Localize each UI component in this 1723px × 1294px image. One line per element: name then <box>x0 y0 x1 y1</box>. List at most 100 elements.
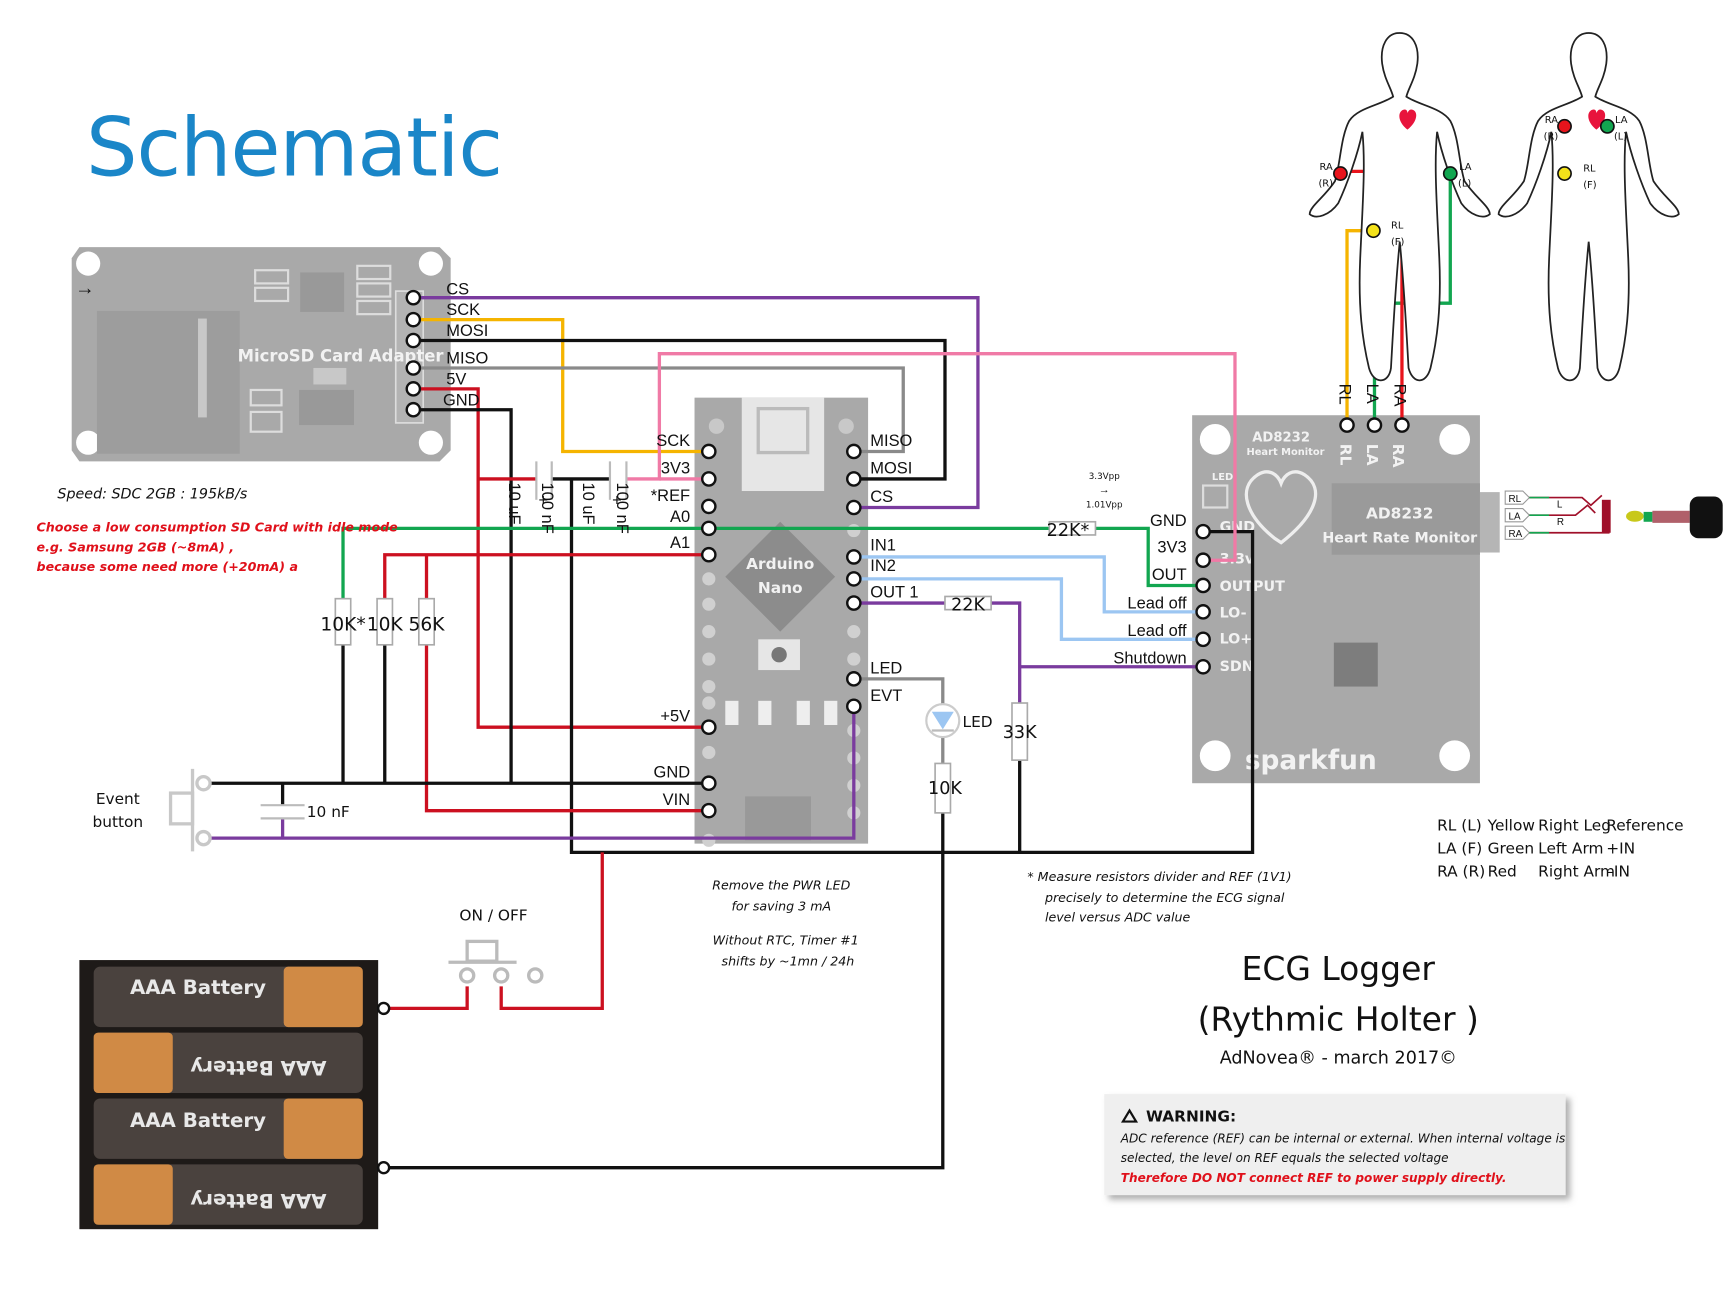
wire-a0 <box>341 526 1050 602</box>
battery-4-label: AAA Battery <box>190 1189 326 1212</box>
svg-text:Reference: Reference <box>1606 816 1683 834</box>
sd-card-adapter: → MicroSD Card Adapter <box>71 247 451 462</box>
svg-text:Yellow: Yellow <box>1487 816 1535 834</box>
battery-1-label: AAA Battery <box>130 976 266 999</box>
wire-5v <box>413 387 709 729</box>
lead-row: RA (R) Red Right Arm –IN <box>1437 863 1630 881</box>
audio-plug-icon <box>1626 496 1723 539</box>
fig2-ra-sub: (R) <box>1544 132 1559 143</box>
svg-text:–IN: –IN <box>1606 863 1630 881</box>
svg-text:Right Arm: Right Arm <box>1538 863 1615 881</box>
sparkfun-logo: sparkfun <box>1245 746 1377 776</box>
sd-pin-mosi: MOSI <box>446 322 488 340</box>
lead-table: RL (L) Yellow Right Leg Reference LA (F)… <box>1437 816 1684 880</box>
svg-text:LA: LA <box>1508 512 1520 523</box>
cap1-label: 10 uF <box>505 483 523 525</box>
led-icon <box>925 703 961 739</box>
electrode-ra-limb <box>1333 166 1348 181</box>
ad8232-pin-3v3: 3V3 <box>1157 539 1186 557</box>
cap3-label: 10 uF <box>579 483 597 525</box>
nano-note-line3: Without RTC, Timer #1 <box>713 933 859 948</box>
lead-row: RL (L) Yellow Right Leg Reference <box>1437 816 1684 834</box>
arduino-label-line1: Arduino <box>746 555 814 573</box>
power-switch-label: ON / OFF <box>459 907 527 925</box>
warning-triangle-icon <box>1120 1108 1139 1123</box>
warning-heading: WARNING: <box>1146 1108 1236 1126</box>
jack-ring-ra: RA <box>1504 525 1531 540</box>
wire-lo-minus <box>853 555 1204 614</box>
svg-text:+IN: +IN <box>1606 840 1635 858</box>
wire-lo-plus <box>853 577 1204 641</box>
arduino-nano: Arduino Nano <box>694 397 869 847</box>
svg-text:Green: Green <box>1488 840 1535 858</box>
wire-output <box>1095 526 1204 588</box>
resistors <box>334 520 1097 814</box>
jack-channel-l: L <box>1557 499 1563 510</box>
project-credit: AdNovea® - march 2017© <box>1220 1048 1457 1068</box>
warning-line2: selected, the level on REF equals the se… <box>1121 1151 1449 1165</box>
svg-text:RA: RA <box>1508 529 1522 540</box>
arduino-label-line2: Nano <box>758 579 803 597</box>
cap1-plus: + <box>539 491 549 509</box>
ad8232-label-line1: AD8232 <box>1366 504 1433 522</box>
signal-in-level: 3.3Vpp <box>1089 472 1121 482</box>
ad8232-silk-subtitle: Heart Monitor <box>1246 447 1324 458</box>
wires <box>209 169 1452 1170</box>
sd-pin-cs: CS <box>446 280 469 298</box>
event-button-label-line2: button <box>92 813 143 831</box>
battery-pack: AAA Battery AAA Battery AAA Battery AAA … <box>79 960 391 1230</box>
nano-pin-a0: A0 <box>670 508 690 526</box>
svg-text:RL: RL <box>1508 494 1521 505</box>
cap4-label: 100 nF <box>613 483 631 534</box>
signal-arrow-icon: → <box>1099 484 1110 496</box>
sd-card-label: MicroSD Card Adapter <box>238 346 445 365</box>
wire-switch-out <box>499 852 604 1011</box>
battery-3-label: AAA Battery <box>130 1109 266 1132</box>
heart-icon <box>1244 470 1318 545</box>
sd-warning-line2: e.g. Samsung 2GB (~8mA) , <box>37 539 234 554</box>
measure-note-line2: precisely to determine the ECG signal <box>1044 890 1285 905</box>
arrow-icon: → <box>75 277 95 299</box>
power-switch[interactable] <box>448 939 544 984</box>
event-button-label-line1: Event <box>96 790 140 808</box>
wire-battery-pos <box>384 986 469 1011</box>
fig2-rl-sub: (F) <box>1583 180 1596 191</box>
resistor-22k-star-label: 22K* <box>1047 521 1090 541</box>
silk-rl: RL <box>1336 444 1354 466</box>
sd-pin-miso: MISO <box>446 350 488 368</box>
ad8232-led-silk: LED <box>1212 472 1233 483</box>
fig2-rl-label: RL <box>1583 163 1596 174</box>
ad8232-pin-lo-plus: Lead off <box>1127 622 1187 640</box>
ad8232-pin-sdn: Shutdown <box>1113 649 1186 667</box>
fig1-rl-label: RL <box>1391 220 1404 231</box>
lead-row: LA (F) Green Left Arm +IN <box>1437 840 1635 858</box>
wire-vin <box>424 642 709 813</box>
body-figure-front-limbs: RA (R) LA (L) RL (F) <box>1308 32 1491 382</box>
audio-jack: RL LA RA L R <box>1504 490 1723 540</box>
wire-sd-gnd <box>413 408 513 784</box>
silk-ra: RA <box>1389 444 1407 468</box>
decoupling-capacitors <box>535 461 628 500</box>
fig1-la-sub: (L) <box>1458 179 1471 190</box>
silk-3v3: 3.3v <box>1220 552 1255 568</box>
nano-pin-ref: *REF <box>651 487 690 505</box>
svg-text:LA (F): LA (F) <box>1437 840 1482 858</box>
nano-pin-out1: OUT 1 <box>870 584 918 602</box>
wire-a1 <box>383 553 709 602</box>
silk-lo-plus: LO+ <box>1220 632 1253 648</box>
ad8232-pin-la: LA <box>1363 384 1381 404</box>
battery-3: AAA Battery <box>93 1098 363 1159</box>
event-capacitor <box>260 804 305 820</box>
wire-22k <box>991 601 1022 704</box>
ad8232-pin-ra: RA <box>1391 384 1409 407</box>
fig1-ra-label: RA <box>1320 162 1333 173</box>
sd-warning-line1: Choose a low consumption SD Card with id… <box>37 520 399 535</box>
event-button[interactable] <box>168 768 212 852</box>
svg-text:RL (L): RL (L) <box>1437 816 1482 834</box>
nano-pin-5v: +5V <box>660 708 690 726</box>
nano-note-line1: Remove the PWR LED <box>712 878 850 893</box>
nano-pin-in2: IN2 <box>870 557 896 575</box>
jack-channel-r: R <box>1557 517 1564 528</box>
svg-text:Right Leg: Right Leg <box>1538 816 1611 834</box>
project-title: ECG Logger <box>1242 949 1436 988</box>
